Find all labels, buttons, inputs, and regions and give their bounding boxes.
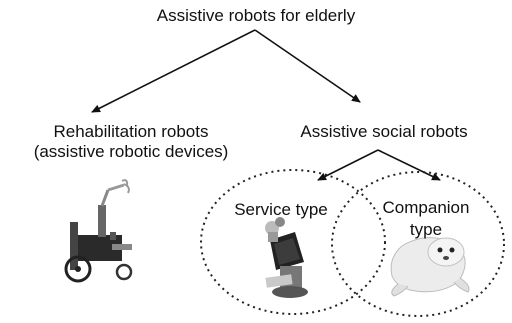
companion-label-line1: Companion (382, 198, 470, 217)
rehabilitation-label-line1: Rehabilitation robots (53, 122, 209, 141)
arrow-root-to-rehab (91, 29, 256, 113)
root-node-label: Assistive robots for elderly (156, 6, 356, 25)
service-type-label: Service type (234, 200, 328, 219)
companion-type-circle (331, 171, 505, 317)
social-node-label: Assistive social robots (300, 122, 468, 141)
rehabilitation-node-label: Rehabilitation robots (assistive robotic… (6, 122, 256, 162)
companion-type-label: Companion type (358, 197, 494, 241)
seal-robot-icon (390, 237, 470, 297)
service-robot-icon (265, 217, 308, 298)
rehabilitation-label-line2: (assistive robotic devices) (33, 142, 229, 161)
companion-label-line2: type (409, 220, 443, 239)
wheelchair-robot-arm-icon (64, 179, 133, 283)
arrow-root-to-social (254, 29, 361, 103)
service-type-circle (200, 169, 386, 315)
arrow-social-to-companion (377, 149, 441, 181)
arrow-social-to-service (317, 149, 379, 181)
